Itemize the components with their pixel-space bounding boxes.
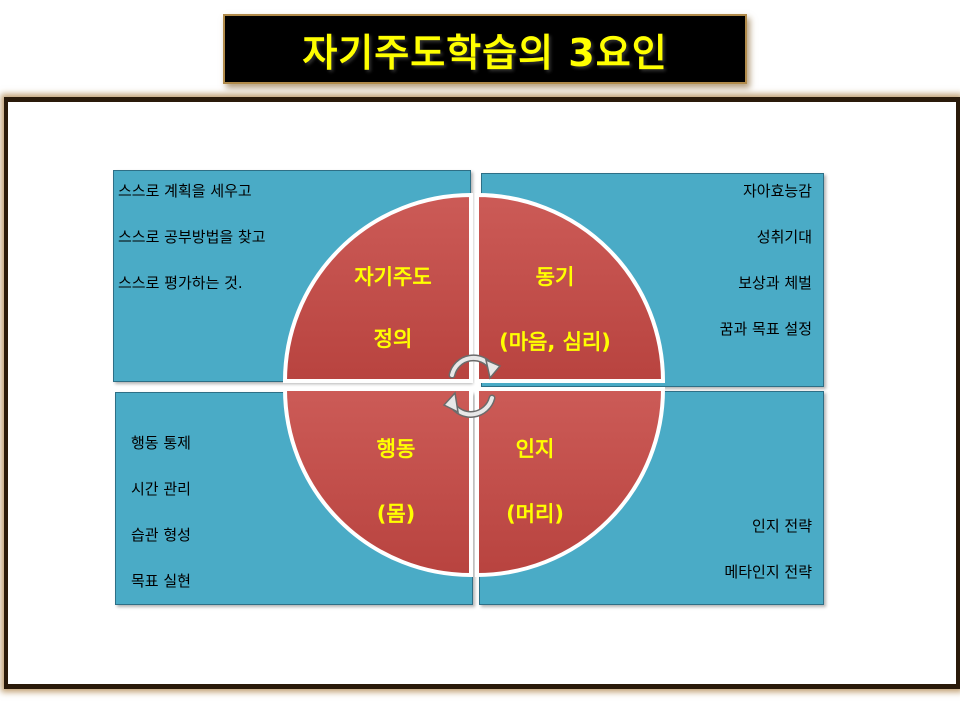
list-item: 시간 관리 <box>131 480 191 498</box>
segment-bottom-left <box>282 387 473 578</box>
title-banner: 자기주도학습의 3요인 <box>223 14 747 84</box>
segment-top-left <box>282 192 473 383</box>
segment-top-right-title: 동기 <box>535 265 575 289</box>
segment-bottom-left-title: 행동 <box>376 437 416 461</box>
list-item: 스스로 계획을 세우고 <box>118 182 252 200</box>
list-item: 행동 통제 <box>131 434 191 452</box>
segment-bottom-right-subtitle: (머리) <box>506 502 564 526</box>
segment-bottom-left-subtitle: (몸) <box>376 502 416 526</box>
list-item: 보상과 체벌 <box>738 274 812 292</box>
circular-arrows-icon <box>442 354 502 418</box>
list-item: 자아효능감 <box>742 182 812 200</box>
bottom-left-text: 행동 통제 시간 관리 습관 형성 목표 실현 <box>131 432 191 616</box>
segment-top-right <box>475 192 666 383</box>
top-left-text: 스스로 계획을 세우고 스스로 공부방법을 찾고 스스로 평가하는 것. <box>118 180 266 318</box>
segment-bottom-right-title: 인지 <box>515 437 555 461</box>
list-item: 목표 실현 <box>131 572 191 590</box>
list-item: 스스로 평가하는 것. <box>118 274 243 292</box>
list-item: 꿈과 목표 설정 <box>719 320 812 338</box>
page-title: 자기주도학습의 3요인 <box>302 30 668 75</box>
list-item: 메타인지 전략 <box>724 563 812 581</box>
list-item: 습관 형성 <box>131 526 191 544</box>
segment-bottom-right <box>475 387 666 578</box>
list-item: 성취기대 <box>756 228 812 246</box>
segment-top-left-subtitle: 정의 <box>373 327 413 351</box>
top-right-text: 자아효능감 성취기대 보상과 체벌 꿈과 목표 설정 <box>720 180 812 364</box>
bottom-right-text: 인지 전략 메타인지 전략 <box>724 515 812 607</box>
segment-top-right-subtitle: (마음, 심리) <box>499 330 611 354</box>
list-item: 인지 전략 <box>752 517 812 535</box>
segment-top-left-title: 자기주도 <box>354 265 432 289</box>
list-item: 스스로 공부방법을 찾고 <box>118 228 266 246</box>
